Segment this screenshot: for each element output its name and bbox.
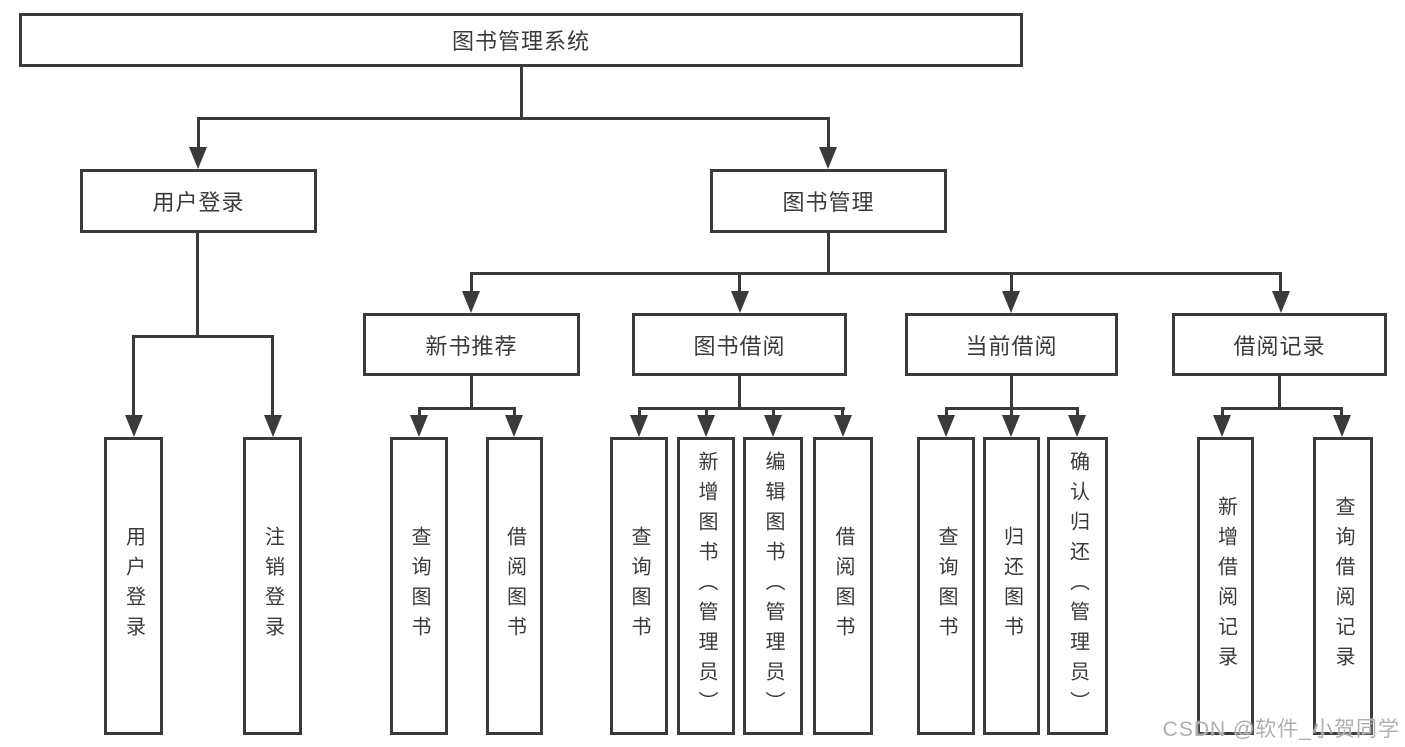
connector-line (638, 407, 641, 417)
leaf-user-login: 用户登录 (104, 437, 163, 735)
connector-line (196, 233, 199, 336)
node-book-borrowing: 图书借阅 (632, 313, 847, 376)
arrow-down-icon (505, 415, 523, 437)
leaf-query-books-current: 查询图书 (917, 437, 975, 735)
connector-line (1221, 407, 1342, 410)
arrow-down-icon (630, 415, 648, 437)
connector-line (1278, 376, 1281, 410)
arrow-down-icon (731, 291, 749, 313)
arrow-down-icon (189, 147, 207, 169)
node-user-login: 用户登录 (80, 169, 317, 233)
leaf-return-books: 归还图书 (983, 437, 1040, 735)
arrow-down-icon (1333, 415, 1351, 437)
connector-line (638, 407, 845, 410)
leaf-add-books-admin: 新增图书（管理员） (677, 437, 735, 735)
arrow-down-icon (462, 291, 480, 313)
node-new-book-recommend: 新书推荐 (363, 313, 580, 376)
connector-line (470, 272, 1282, 275)
arrow-down-icon (697, 415, 715, 437)
connector-line (772, 407, 775, 417)
connector-line (1340, 407, 1343, 417)
connector-line (197, 117, 830, 120)
csdn-watermark: CSDN @软件_小贺同学 (1162, 718, 1400, 741)
connector-line (945, 407, 948, 417)
connector-line (738, 376, 741, 410)
connector-line (827, 117, 830, 148)
connector-line (520, 67, 523, 120)
connector-line (1010, 407, 1013, 417)
connector-line (513, 407, 516, 417)
arrow-down-icon (1002, 415, 1020, 437)
connector-line (1010, 272, 1013, 293)
arrow-down-icon (937, 415, 955, 437)
connector-line (841, 407, 844, 417)
arrow-down-icon (819, 147, 837, 169)
arrow-down-icon (1272, 291, 1290, 313)
arrow-down-icon (1002, 291, 1020, 313)
connector-line (738, 272, 741, 293)
connector-line (705, 407, 708, 417)
connector-line (1279, 272, 1282, 293)
connector-line (197, 117, 200, 148)
leaf-add-borrow-record: 新增借阅记录 (1197, 437, 1254, 735)
connector-line (470, 376, 473, 410)
leaf-confirm-return-admin: 确认归还（管理员） (1047, 437, 1108, 735)
node-book-management: 图书管理 (710, 169, 947, 233)
arrow-down-icon (834, 415, 852, 437)
arrow-down-icon (125, 415, 143, 437)
leaf-query-books-borrowing: 查询图书 (610, 437, 668, 735)
leaf-query-books-recommend: 查询图书 (390, 437, 448, 735)
connector-line (827, 233, 830, 275)
node-library-system: 图书管理系统 (19, 13, 1023, 67)
arrow-down-icon (410, 415, 428, 437)
connector-line (418, 407, 421, 417)
arrow-down-icon (264, 415, 282, 437)
node-borrowing-records: 借阅记录 (1172, 313, 1387, 376)
node-current-borrowing: 当前借阅 (905, 313, 1118, 376)
connector-line (418, 407, 516, 410)
leaf-borrow-books-borrowing: 借阅图书 (813, 437, 873, 735)
arrow-down-icon (1213, 415, 1231, 437)
connector-line (470, 272, 473, 293)
connector-line (1221, 407, 1224, 417)
leaf-logout: 注销登录 (243, 437, 302, 735)
leaf-borrow-books-recommend: 借阅图书 (486, 437, 543, 735)
arrow-down-icon (1068, 415, 1086, 437)
leaf-edit-books-admin: 编辑图书（管理员） (743, 437, 803, 735)
leaf-query-borrow-record: 查询借阅记录 (1313, 437, 1373, 735)
connector-line (132, 335, 274, 338)
connector-line (271, 335, 274, 416)
connector-line (132, 335, 135, 416)
connector-line (1010, 376, 1013, 410)
arrow-down-icon (764, 415, 782, 437)
connector-line (1076, 407, 1079, 417)
